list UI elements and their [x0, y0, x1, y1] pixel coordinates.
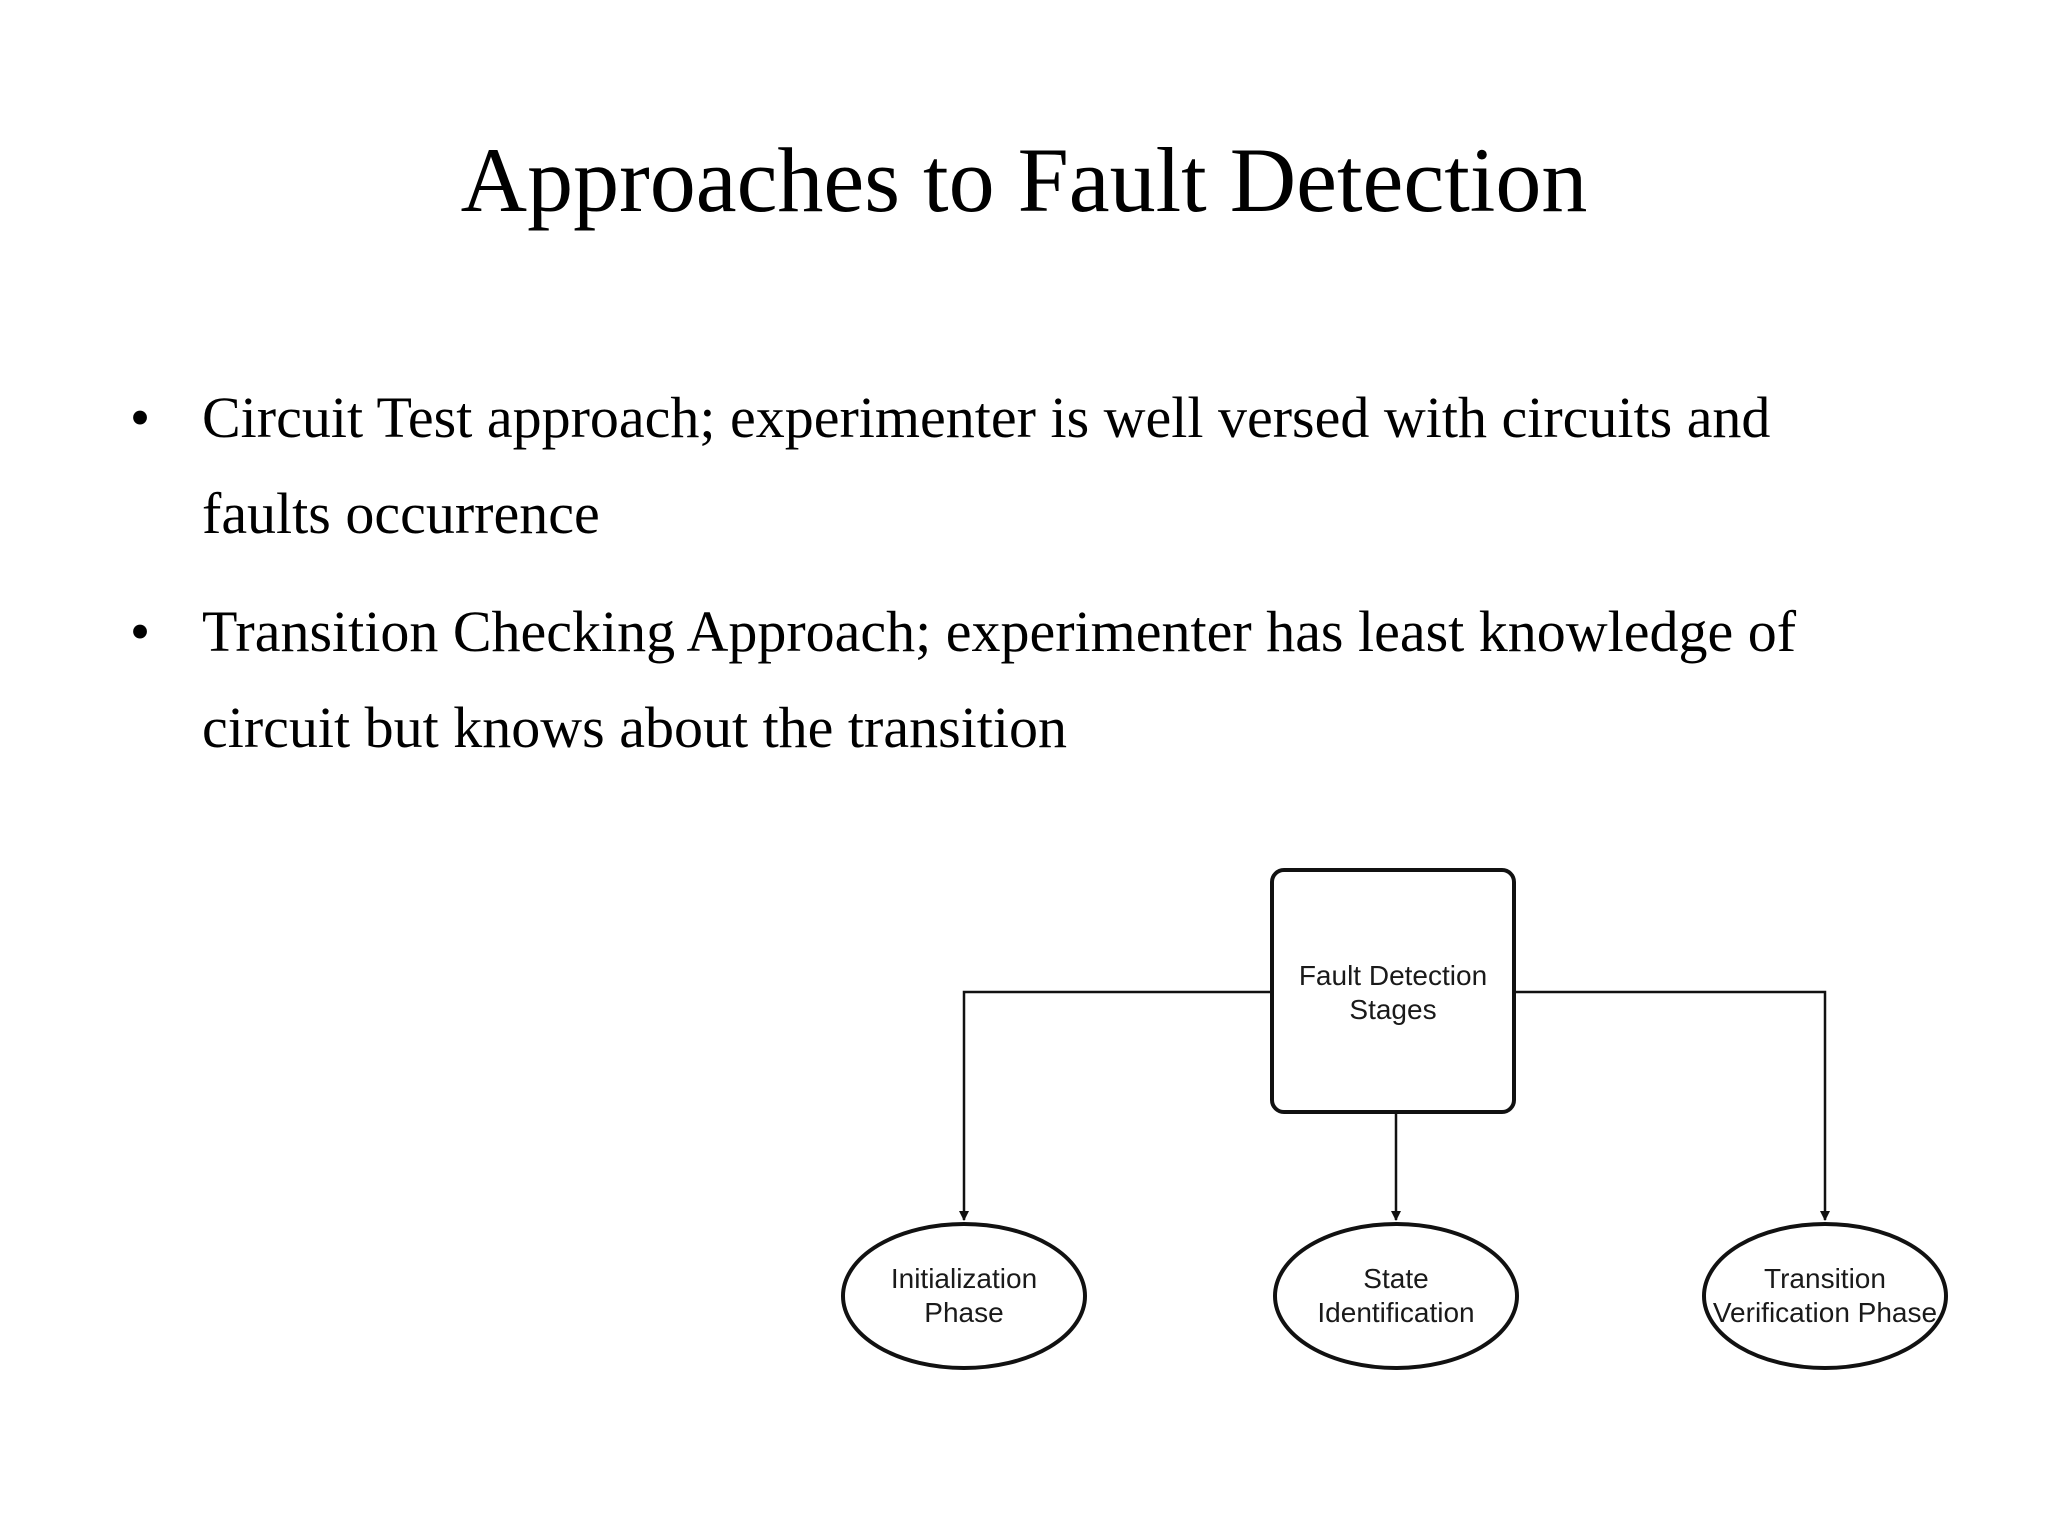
connector-root-to-transition [1514, 990, 1830, 1221]
connector-root-to-initialization [959, 990, 1272, 1221]
bullet-text-line: Circuit Test approach; experimenter is w… [202, 385, 1771, 450]
bullet-text-line: faults occurrence [202, 481, 600, 546]
node-transition-verification-phase: Transition Verification Phase [1702, 1222, 1948, 1370]
diagram-connectors [959, 990, 1830, 1221]
node-label: Stages [1349, 994, 1436, 1025]
bullet-item-transition-checking: • Transition Checking Approach; experime… [120, 584, 1960, 776]
slide-title: Approaches to Fault Detection [460, 129, 1588, 231]
bullet-item-circuit-test: • Circuit Test approach; experimenter is… [120, 370, 1960, 562]
node-label: Identification [1317, 1297, 1474, 1328]
node-initialization-phase: Initialization Phase [841, 1222, 1087, 1370]
node-fault-detection-stages: Fault Detection Stages [1270, 868, 1516, 1114]
bullet-icon: • [129, 599, 151, 664]
node-label: Transition [1764, 1263, 1886, 1294]
bullet-icon: • [129, 385, 151, 450]
node-label: State [1363, 1263, 1428, 1294]
bullet-text-line: Transition Checking Approach; experiment… [202, 599, 1797, 664]
node-label: Phase [924, 1297, 1003, 1328]
bullet-list: • Circuit Test approach; experimenter is… [120, 370, 1960, 798]
node-label: Initialization [891, 1263, 1037, 1294]
node-label: Fault Detection [1299, 960, 1487, 991]
bullet-text-line: circuit but knows about the transition [202, 695, 1068, 760]
node-label: Verification Phase [1713, 1297, 1937, 1328]
node-state-identification: State Identification [1273, 1222, 1519, 1370]
